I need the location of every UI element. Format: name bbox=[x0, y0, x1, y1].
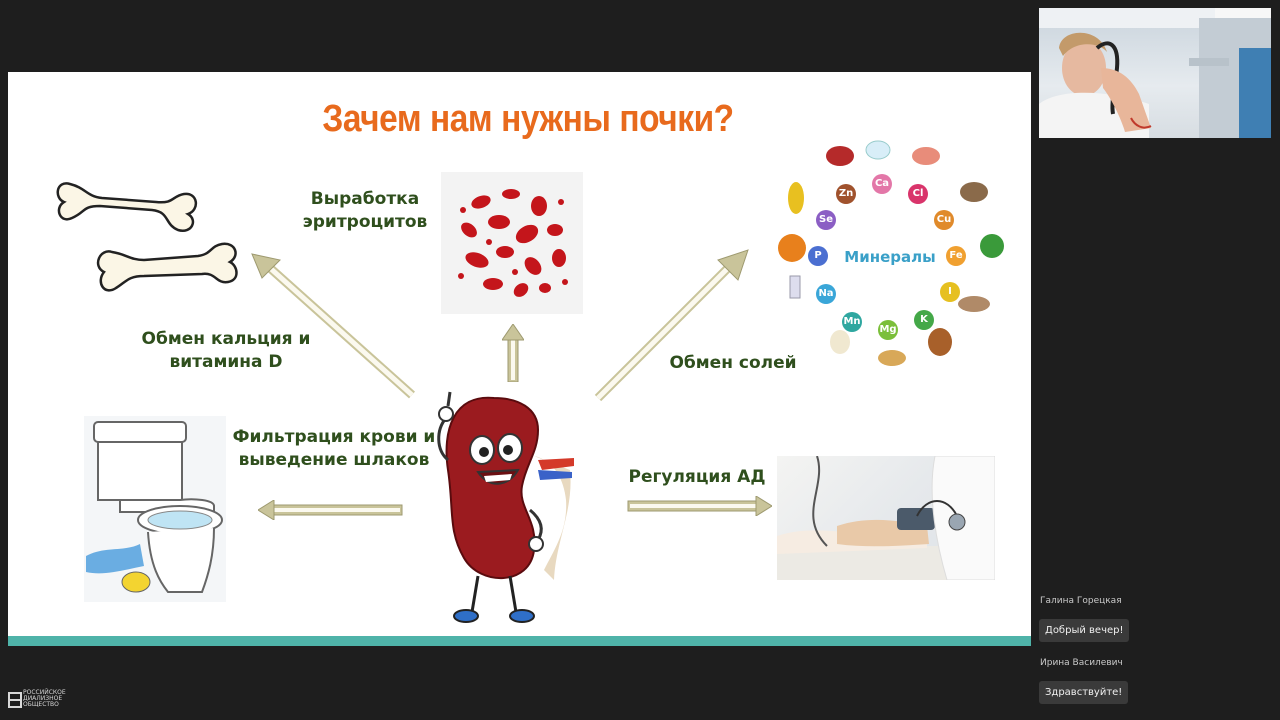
minerals-food-icons bbox=[778, 140, 1004, 366]
mineral-k: K bbox=[914, 310, 934, 330]
speaker-video-frame bbox=[1039, 8, 1271, 138]
slide-footer-bar bbox=[8, 636, 1031, 646]
arrow-to-bones-icon bbox=[251, 253, 415, 399]
slide-title: Зачем нам нужны почки? bbox=[322, 98, 734, 140]
rdo-logo-icon bbox=[8, 692, 22, 708]
chat-author-2: Ирина Василевич bbox=[1040, 658, 1123, 668]
mineral-cu: Cu bbox=[934, 210, 954, 230]
erythrocytes-label: Выработка эритроцитов bbox=[302, 189, 428, 232]
mineral-ca: Ca bbox=[872, 174, 892, 194]
calcium-label: Обмен кальция и витамина D bbox=[141, 329, 311, 372]
rdo-logo: РОССИЙСКОЕ ДИАЛИЗНОЕ ОБЩЕСТВО bbox=[8, 690, 78, 712]
presentation-slide: Зачем нам нужны почки? Выработка эритроц… bbox=[8, 72, 1031, 646]
salts-label: Обмен солей bbox=[669, 353, 797, 373]
mineral-mn: Mn bbox=[842, 312, 862, 332]
kidney-character-image bbox=[437, 391, 574, 623]
speaker-video-tile[interactable] bbox=[1039, 8, 1271, 138]
arrow-to-pressure-icon bbox=[627, 496, 772, 516]
pressure-label: Регуляция АД bbox=[628, 467, 766, 487]
arrow-to-toilet-icon bbox=[258, 500, 403, 520]
mineral-cl: Cl bbox=[908, 184, 928, 204]
filtration-label: Фильтрация крови и выведение шлаков bbox=[232, 427, 436, 470]
mineral-mg: Mg bbox=[878, 320, 898, 340]
minerals-label: Минералы bbox=[844, 248, 936, 266]
minerals-diagram: Минералы Zn Ca Cl Se Cu P Fe Na I Mn Mg … bbox=[768, 136, 1008, 376]
mineral-se: Se bbox=[816, 210, 836, 230]
blood-pressure-photo bbox=[777, 456, 995, 580]
mineral-zn: Zn bbox=[836, 184, 856, 204]
mineral-p: P bbox=[808, 246, 828, 266]
blood-cells-image bbox=[441, 172, 583, 314]
bones-image bbox=[56, 182, 238, 292]
arrow-to-blood-icon bbox=[502, 324, 524, 382]
mineral-fe: Fe bbox=[946, 246, 966, 266]
arrow-to-minerals-icon bbox=[594, 249, 749, 402]
mineral-i: I bbox=[940, 282, 960, 302]
mineral-na: Na bbox=[816, 284, 836, 304]
chat-message-2[interactable]: Здравствуйте! bbox=[1039, 681, 1129, 704]
chat-author-1: Галина Горецкая bbox=[1040, 596, 1122, 606]
chat-message-1[interactable]: Добрый вечер! bbox=[1039, 619, 1130, 642]
toilet-image bbox=[84, 416, 226, 602]
